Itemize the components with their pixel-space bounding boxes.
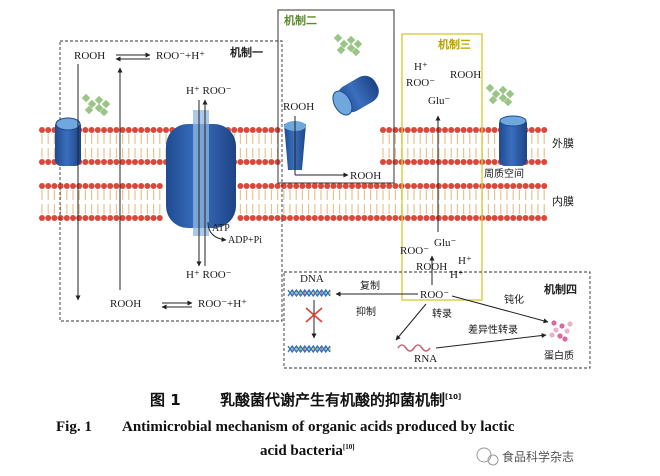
mech4-box [283, 271, 591, 369]
rooh-bottom: ROOH [110, 298, 142, 310]
dna-helix-top [287, 288, 331, 298]
caption-cn-title-text: 乳酸菌代谢产生有机酸的抑菌机制 [220, 391, 446, 409]
caption-cn-ref: [10] [445, 393, 462, 401]
mech2-label: 机制二 [284, 14, 317, 27]
glu-bottom: Glu⁻ [434, 237, 457, 249]
roo-h-top: ROO⁻+H⁺ [156, 50, 205, 62]
inhibit-label: 抑制 [356, 307, 376, 318]
rna-label: RNA [414, 353, 438, 365]
rooh-mech2-top: ROOH [283, 101, 315, 113]
mech4-label: 机制四 [544, 283, 577, 296]
mech1-arrows [75, 52, 227, 310]
mech3-arrows [429, 115, 441, 285]
atp-pump [166, 110, 236, 236]
dna-helix-bottom [287, 344, 331, 354]
rooh-mech2-bottom: ROOH [350, 170, 382, 182]
watermark-text: 食品科学杂志 [502, 450, 575, 464]
dna-label: DNA [300, 273, 324, 285]
roo-h-bottom: ROO⁻+H⁺ [198, 298, 247, 310]
mech1-label: 机制一 [230, 46, 263, 59]
protein-label: 蛋白质 [544, 351, 574, 362]
h-mech3-bottom-a: H⁺ [458, 255, 472, 267]
mech3-label: 机制三 [438, 38, 471, 51]
glu-top: Glu⁻ [428, 95, 451, 107]
caption-cn-fig: 图 1 [150, 391, 181, 409]
periplasm-label: 周质空间 [484, 169, 524, 180]
left-porin [55, 117, 81, 166]
caption-en-ref: [10] [342, 443, 355, 451]
h-roo-bottom: H⁺ ROO⁻ [186, 269, 232, 281]
caption-en-title-1: Antimicrobial mechanism of organic acids… [122, 419, 515, 435]
inhibit-cross [305, 307, 323, 323]
caption-cn-title: 乳酸菌代谢产生有机酸的抑菌机制[10] [220, 389, 461, 410]
outer-membrane-label: 外膜 [552, 137, 574, 150]
mech4-arrows [311, 291, 549, 349]
rooh-mech3-bottom: ROOH [416, 261, 448, 273]
roo-mech3-bottom: ROO⁻ [400, 245, 430, 257]
h-roo-top: H⁺ ROO⁻ [186, 85, 232, 97]
mech2-box [277, 9, 395, 184]
caption-en-fig: Fig. 1 [56, 419, 92, 435]
mech2-capsule [332, 75, 379, 116]
rna-strand [397, 344, 431, 352]
passivate-label: 钝化 [504, 295, 524, 306]
caption-en-title-2-text: acid bacteria [260, 443, 343, 459]
replicate-label: 复制 [360, 281, 380, 292]
rooh-top: ROOH [74, 50, 106, 62]
roo-mech3-top: ROO⁻ [406, 77, 436, 89]
roo-mech4: ROO⁻ [420, 289, 450, 301]
inner-membrane-label: 内膜 [552, 195, 574, 208]
h-mech3-bottom-b: H⁺ [450, 269, 464, 281]
mech2-arrows [294, 116, 349, 178]
protein-blob [549, 320, 573, 342]
diff-transcribe-label: 差异性转录 [468, 325, 518, 336]
adp-label: ADP+Pi [228, 235, 262, 246]
mech1-box [59, 40, 283, 322]
rooh-mech3-top: ROOH [450, 69, 482, 81]
ligand-clusters [81, 33, 515, 117]
watermark-icon [476, 447, 499, 466]
caption-en-title-2: acid bacteria[10] [260, 443, 355, 460]
h-mech3-top: H⁺ [414, 61, 428, 73]
transcribe-label: 转录 [432, 309, 452, 320]
right-porin [499, 115, 527, 166]
mech3-box [401, 33, 483, 301]
atp-label: ATP [212, 223, 230, 234]
